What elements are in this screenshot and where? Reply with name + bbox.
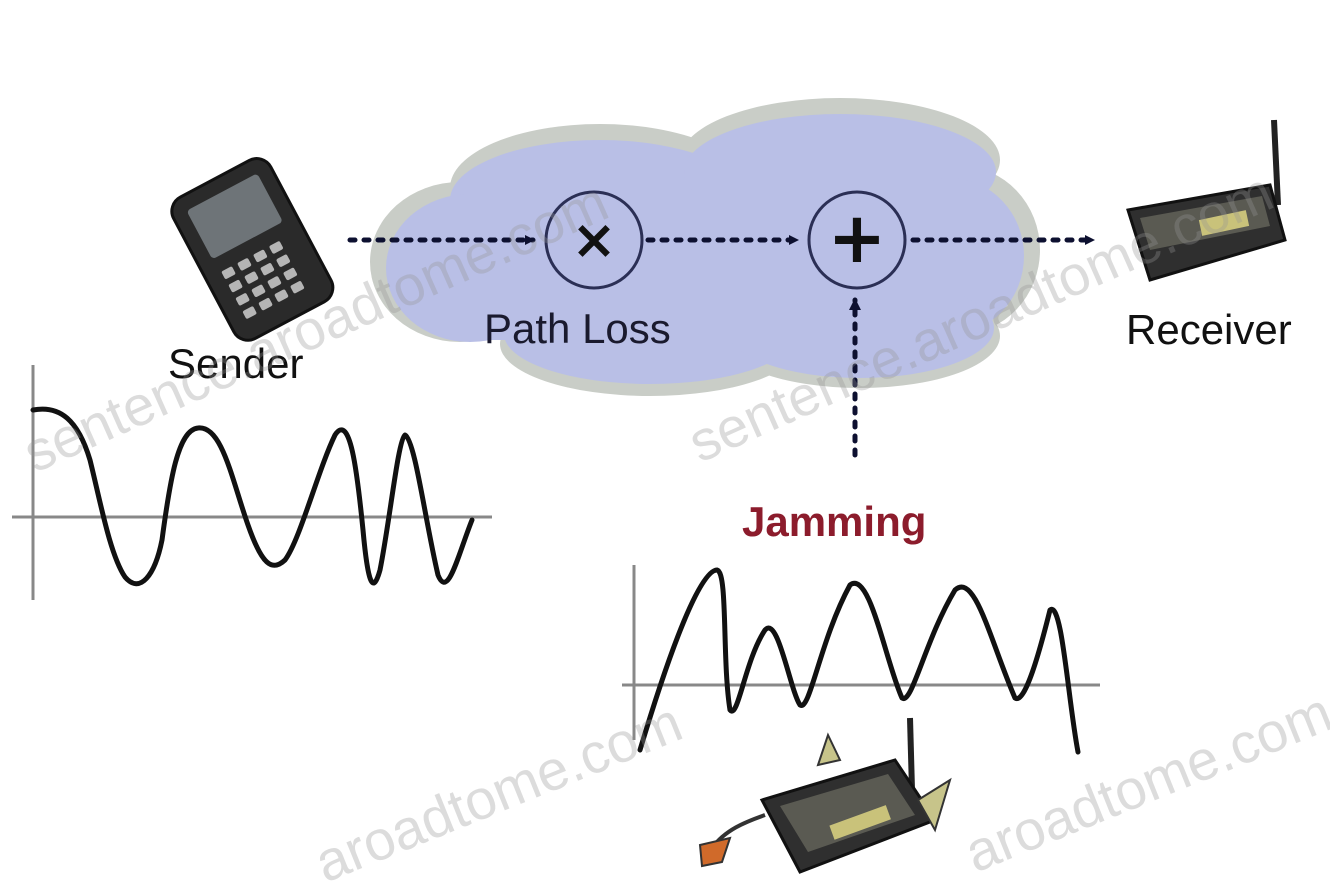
sender-waveform bbox=[12, 365, 492, 600]
signal-path bbox=[347, 235, 1096, 458]
add-node: + bbox=[807, 190, 907, 290]
path-loss-label: Path Loss bbox=[484, 305, 671, 352]
jammer-device-icon bbox=[698, 717, 952, 874]
mobile-phone-icon bbox=[170, 157, 335, 342]
jamming-label: Jamming bbox=[742, 498, 927, 545]
radio-receiver-icon bbox=[1126, 119, 1287, 282]
sender-wave-signal bbox=[30, 406, 475, 587]
add-symbol: + bbox=[828, 197, 887, 279]
jamming-wave-signal bbox=[637, 567, 1081, 755]
multiply-symbol: × bbox=[571, 208, 616, 271]
sender-label: Sender bbox=[168, 340, 304, 387]
receiver-label: Receiver bbox=[1126, 306, 1292, 353]
multiply-node: × bbox=[544, 190, 644, 290]
jamming-waveform bbox=[622, 565, 1100, 755]
